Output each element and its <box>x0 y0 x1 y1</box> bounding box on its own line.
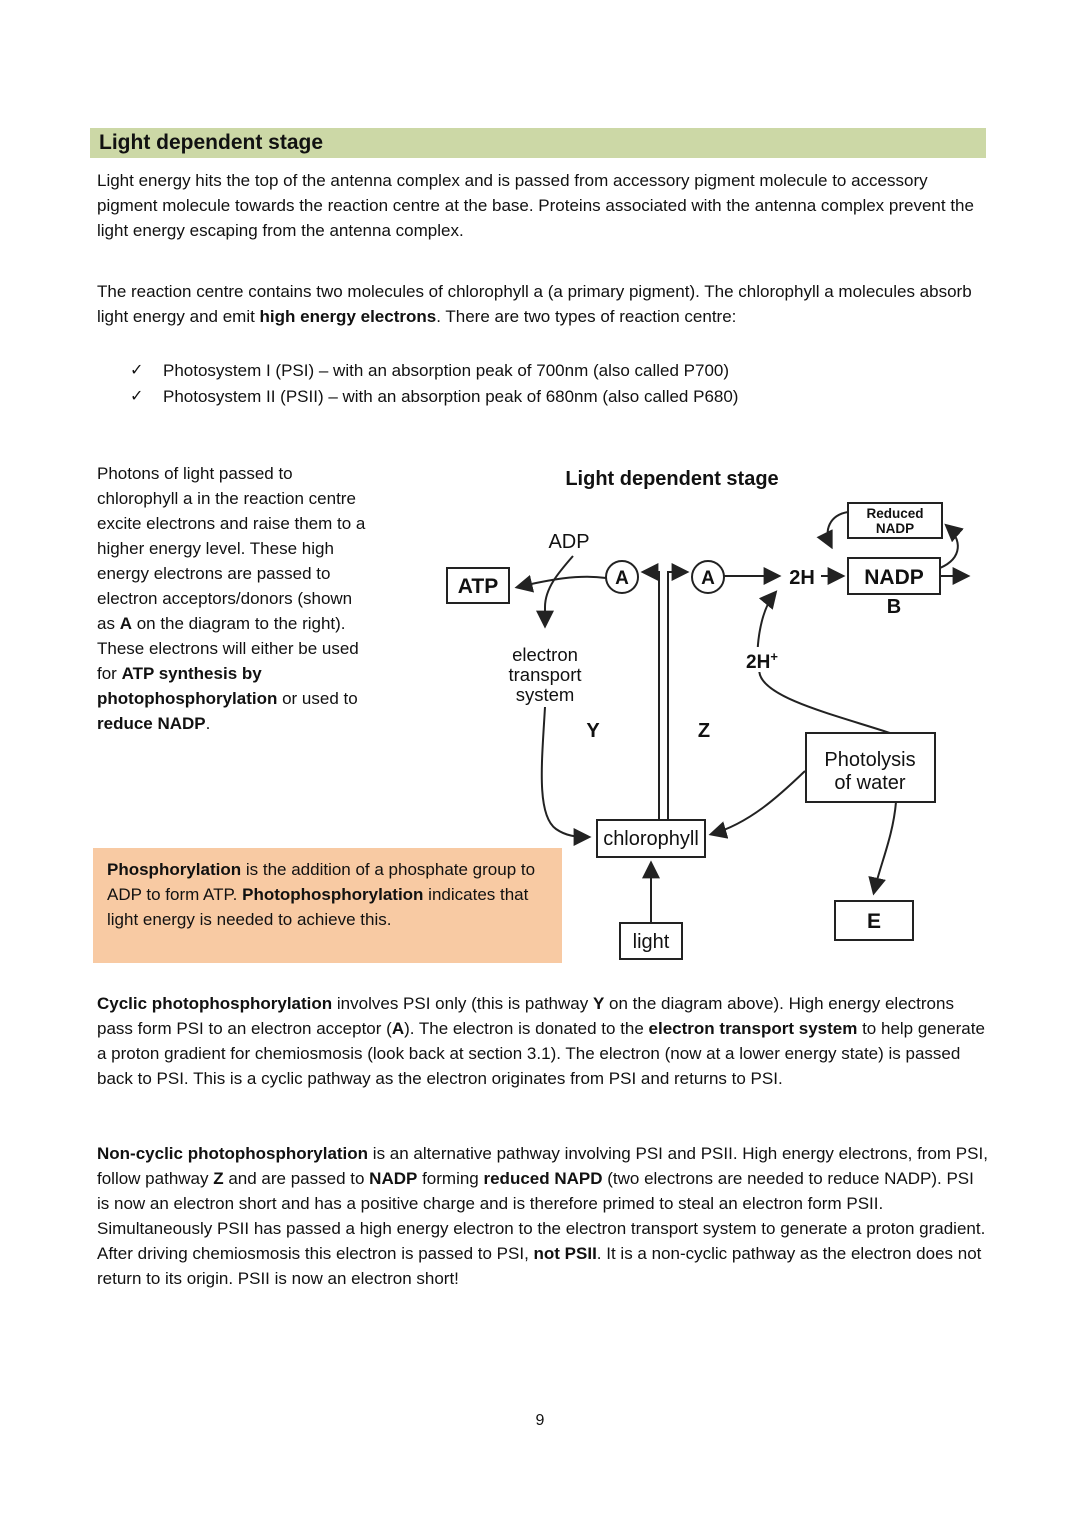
light-box <box>619 922 683 960</box>
photons-side-paragraph: Photons of light passed to chlorophyll a… <box>97 464 366 733</box>
ets-label-line2: transport <box>508 664 581 685</box>
arrow-nadp-loop-right <box>939 523 964 569</box>
e-box <box>834 900 914 941</box>
light-dependent-stage-diagram: Light dependent stage ATP ADP A A electr… <box>446 468 971 960</box>
ets-label-line1: electron <box>512 644 578 665</box>
arrow-acceptor-to-atp <box>514 574 607 593</box>
chlorophyll-box <box>596 819 706 858</box>
section-heading-title: Light dependent stage <box>99 131 324 154</box>
two-h-plus-backing <box>743 647 785 672</box>
nadp-box <box>847 557 941 595</box>
phosphorylation-note-text: Phosphorylation is the addition of a pho… <box>107 860 536 929</box>
electron-acceptor-left-label: A <box>615 568 629 589</box>
bullet-psi: ✓ Photosystem I (PSI) – with an absorpti… <box>97 358 990 384</box>
photosystem-bullet-list: ✓ Photosystem I (PSI) – with an absorpti… <box>97 358 990 410</box>
electron-acceptor-right <box>691 560 725 594</box>
arrow-photolysis-to-chlorophyll <box>708 770 806 839</box>
bullet-psii: ✓ Photosystem II (PSII) – with an absorp… <box>97 384 990 410</box>
bullet-psii-text: Photosystem II (PSII) – with an absorpti… <box>163 387 739 406</box>
phosphorylation-note-box: Phosphorylation is the addition of a pho… <box>93 848 562 963</box>
chlorophyll-label: chlorophyll <box>603 828 699 850</box>
checkmark-icon: ✓ <box>130 388 144 405</box>
adp-label: ADP <box>548 531 589 553</box>
pathway-y-label: Y <box>586 720 600 742</box>
electron-acceptor-right-label: A <box>701 568 715 589</box>
intro-paragraph-2: The reaction centre contains two molecul… <box>97 282 972 326</box>
two-h-label: 2H <box>789 567 815 589</box>
arrow-reduced-nadp-loop-left <box>816 511 849 550</box>
arrow-photolysis-to-2h <box>756 590 891 734</box>
b-label: B <box>887 596 901 618</box>
reduced-nadp-label-line1: Reduced <box>866 506 923 521</box>
bullet-psi-text: Photosystem I (PSI) – with an absorption… <box>163 361 730 380</box>
photolysis-box <box>805 732 936 803</box>
reduced-nadp-box <box>847 502 943 539</box>
section-heading: Light dependent stage <box>90 128 986 158</box>
arrow-ets-to-chlorophyll <box>540 706 592 846</box>
intro-paragraph-1: Light energy hits the top of the antenna… <box>97 171 974 240</box>
two-h-plus-label: 2H+ <box>746 649 778 673</box>
electron-acceptor-left <box>605 560 639 594</box>
pathway-z-label: Z <box>698 720 710 742</box>
ets-label-line3: system <box>516 684 575 705</box>
nadp-label: NADP <box>864 566 924 589</box>
light-label: light <box>633 931 670 953</box>
atp-label: ATP <box>458 575 498 598</box>
photolysis-label-line2: of water <box>834 772 905 794</box>
atp-box <box>446 567 510 604</box>
page-number: 9 <box>535 1412 545 1429</box>
diagram-title: Light dependent stage <box>565 468 778 490</box>
arrow-adp-to-ets <box>536 555 574 629</box>
e-label: E <box>867 910 881 933</box>
noncyclic-paragraph: Non-cyclic photophosphorylation is an al… <box>97 1144 988 1288</box>
reduced-nadp-label-line2: NADP <box>876 521 914 536</box>
photolysis-label-line1: Photolysis <box>824 749 915 771</box>
arrow-photolysis-to-e <box>868 801 897 896</box>
cyclic-paragraph: Cyclic photophosphorylation involves PSI… <box>97 994 985 1088</box>
checkmark-icon: ✓ <box>130 362 144 379</box>
